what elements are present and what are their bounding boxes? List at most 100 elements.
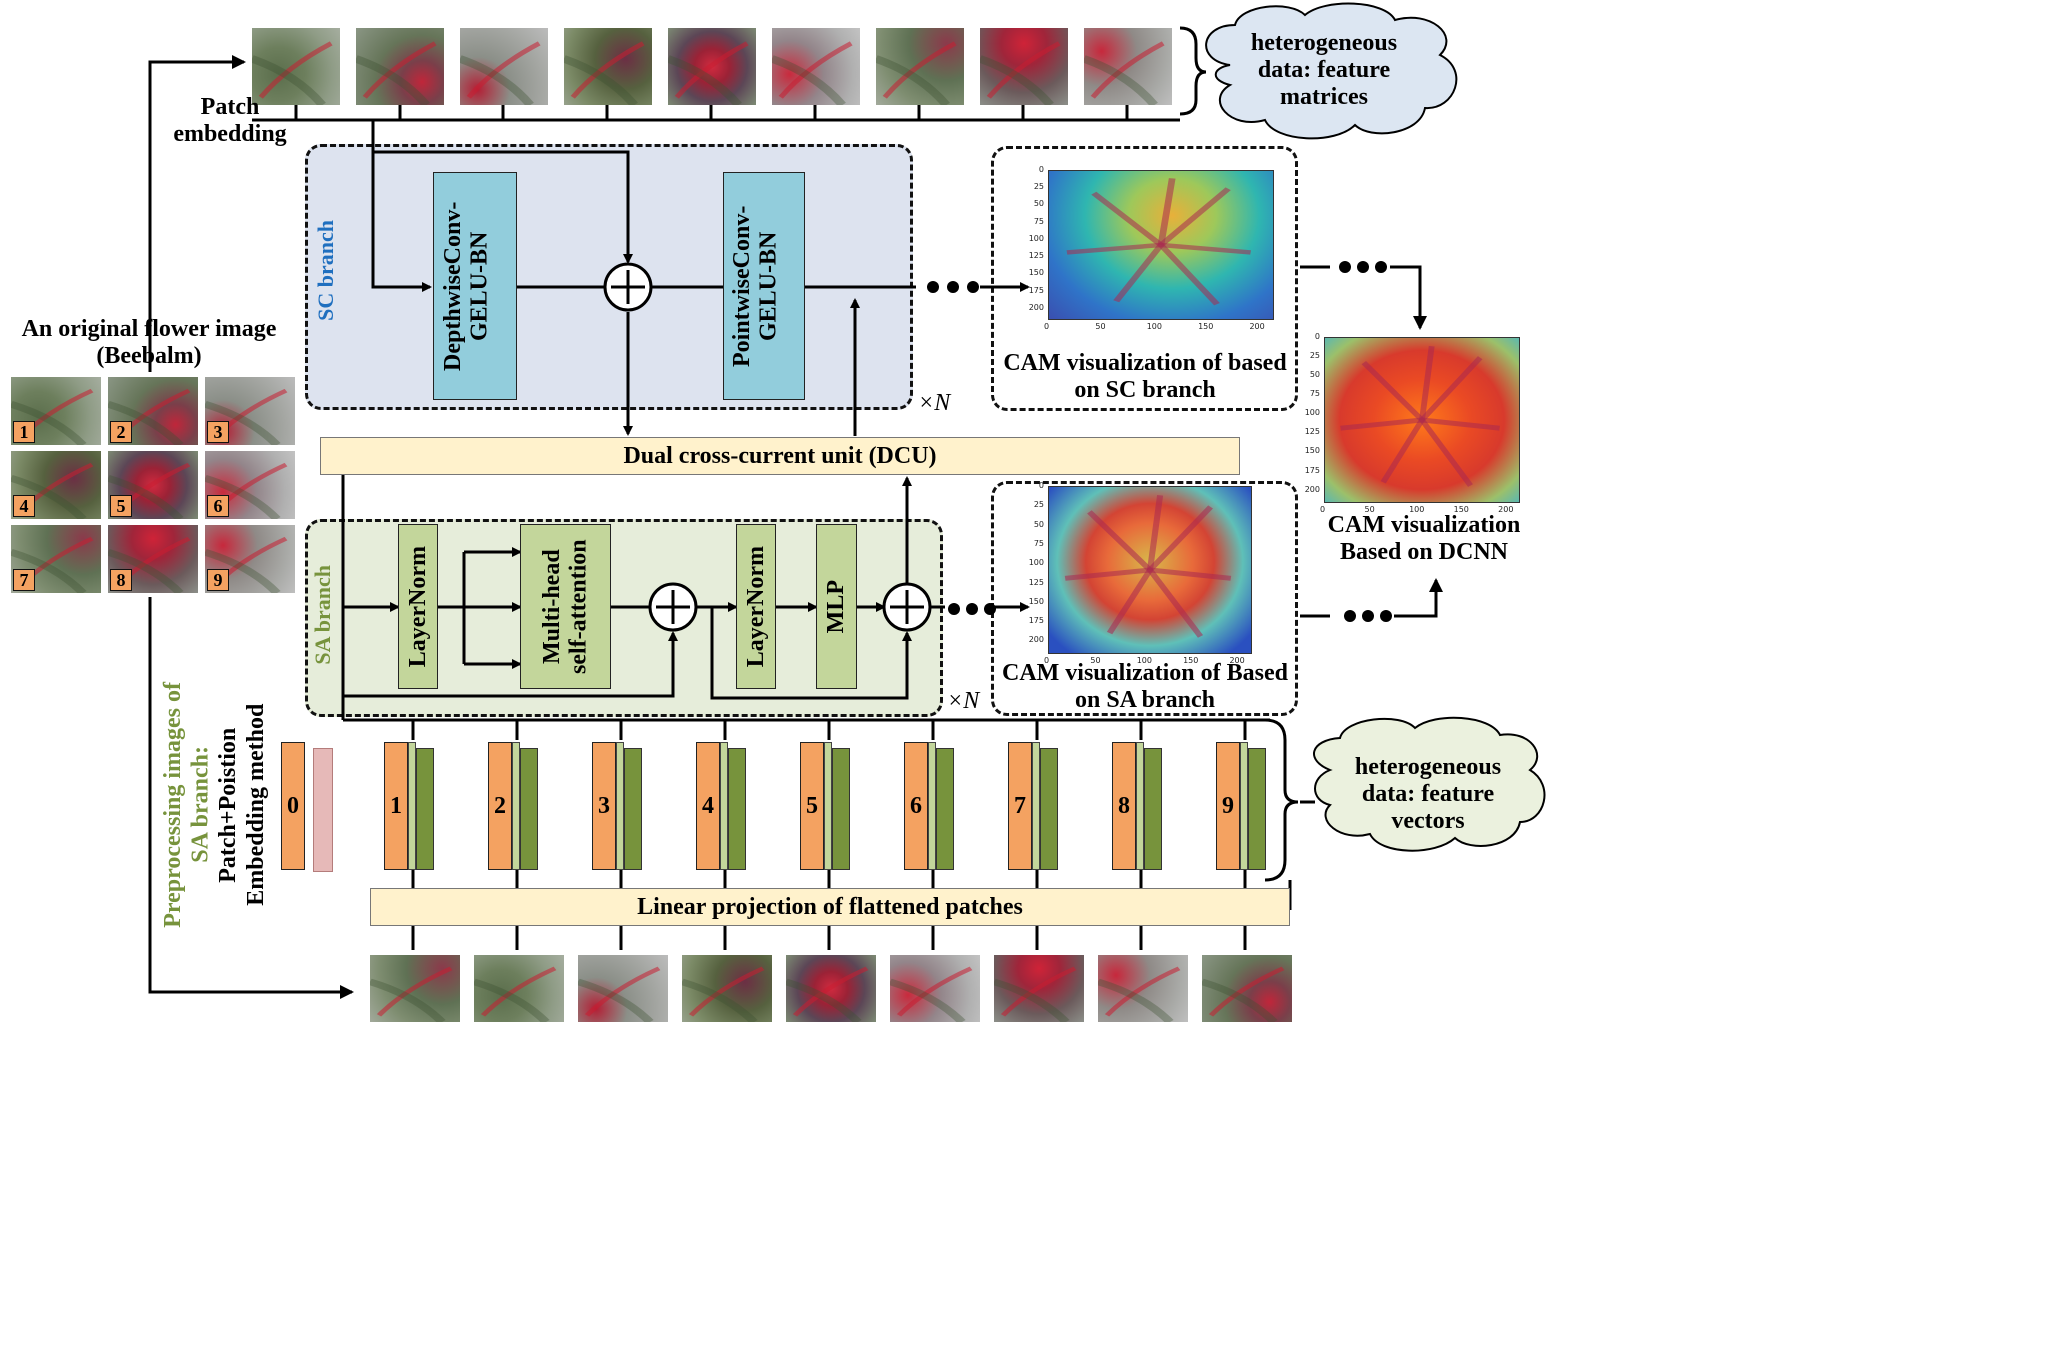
grid-patch-2: 2 [107, 376, 199, 446]
original-image-title: An original flower image (Beebalm) [21, 316, 277, 369]
token-position-8: 8 [1112, 742, 1136, 870]
pointwise-conv-block: PointwiseConv-GELU-BN [723, 172, 805, 400]
grid-patch-9: 9 [204, 524, 296, 594]
top-patch-7 [876, 28, 964, 105]
cam-y-tick: 25 [1309, 351, 1320, 361]
cam-y-tick: 50 [1309, 370, 1320, 380]
preprocessing-line4: Embedding method [242, 703, 269, 907]
token-embedding-face [512, 742, 520, 870]
grid-patch-8: 8 [107, 524, 199, 594]
top-patch-6 [772, 28, 860, 105]
preprocessing-label: Preprocessing images of SA branch: Patch… [150, 650, 280, 960]
cloud-bottom-text: heterogeneous data: feature vectors [1354, 754, 1502, 834]
class-token [313, 748, 333, 872]
cam-sa-caption: CAM visualization of Based on SA branch [1001, 660, 1288, 713]
cam-sc-frame [991, 146, 1298, 411]
token-embedding-face [824, 742, 832, 870]
bottom-patch-2 [474, 955, 564, 1022]
layernorm-block-1: LayerNorm [398, 524, 438, 689]
cloud-bottom-shape [1313, 716, 1546, 852]
cam-y-tick: 150 [1304, 446, 1320, 456]
cam-y-tick: 200 [1304, 484, 1320, 494]
cam-x-tick: 200 [1498, 505, 1514, 514]
cam-x-tick: 150 [1198, 322, 1214, 331]
sa-repeat-label: ×N [947, 688, 980, 714]
token-embedding-face [616, 742, 624, 870]
token-embedding-face [1136, 742, 1144, 870]
token-position-3: 3 [592, 742, 616, 870]
dcu-bar: Dual cross-current unit (DCU) [320, 437, 1240, 475]
cam-heatmap-image [1048, 486, 1252, 654]
cam-x-tick: 50 [1090, 656, 1101, 665]
token-embedding [1040, 748, 1058, 870]
token-embedding [832, 748, 850, 870]
cloud-top-shape [1205, 2, 1458, 140]
grid-patch-number: 4 [13, 495, 35, 517]
preprocessing-line2: SA branch: [187, 746, 214, 864]
cam-dcnn-caption: CAM visualization Based on DCNN [1327, 512, 1521, 565]
token-position-1: 1 [384, 742, 408, 870]
top-patch-3 [460, 28, 548, 105]
token-embedding-face [1240, 742, 1248, 870]
cam-x-tick: 50 [1095, 322, 1106, 331]
cam-x-tick: 0 [1044, 322, 1050, 331]
token-embedding [1144, 748, 1162, 870]
sa-branch-label: SA branch [309, 565, 335, 665]
top-patch-4 [564, 28, 652, 105]
token-embedding [624, 748, 642, 870]
token-embedding [1248, 748, 1266, 870]
cam-y-tick: 100 [1028, 233, 1044, 243]
cam-y-tick: 125 [1304, 427, 1320, 437]
grid-patch-number: 9 [207, 569, 229, 591]
cam-x-tick: 150 [1453, 505, 1469, 514]
bottom-patch-6 [890, 955, 980, 1022]
preprocessing-line3: Patch+Poistion [215, 727, 241, 883]
token-embedding-face [720, 742, 728, 870]
cam-y-tick: 150 [1028, 596, 1044, 606]
grid-patch-1: 1 [10, 376, 102, 446]
token-embedding-face [928, 742, 936, 870]
cam-y-tick: 75 [1033, 538, 1044, 548]
token-embedding [520, 748, 538, 870]
cam-x-tick: 200 [1229, 656, 1245, 665]
cam-y-tick: 200 [1028, 635, 1044, 645]
token-position-6: 6 [904, 742, 928, 870]
cam-y-tick: 175 [1028, 285, 1044, 295]
depthwise-conv-block: DepthwiseConv-GELU-BN [433, 172, 517, 400]
cam-y-tick: 25 [1033, 182, 1044, 192]
bottom-patch-1 [370, 955, 460, 1022]
cam-y-tick: 150 [1028, 268, 1044, 278]
cam-y-tick: 75 [1033, 216, 1044, 226]
top-patch-8 [980, 28, 1068, 105]
architecture-diagram: An original flower image (Beebalm) 1 2 3 4 5… [10, 2, 1546, 1022]
grid-patch-3: 3 [204, 376, 296, 446]
grid-patch-4: 4 [10, 450, 102, 520]
grid-patch-number: 7 [13, 569, 35, 591]
cam-y-tick: 125 [1028, 577, 1044, 587]
bottom-patch-7 [994, 955, 1084, 1022]
cam-x-tick: 200 [1249, 322, 1265, 331]
grid-patch-7: 7 [10, 524, 102, 594]
token-position-9: 9 [1216, 742, 1240, 870]
grid-patch-5: 5 [107, 450, 199, 520]
grid-patch-number: 1 [13, 421, 35, 443]
preprocessing-line1: Preprocessing images of [159, 682, 186, 928]
cam-y-tick: 125 [1028, 251, 1044, 261]
cam-sc-caption: CAM visualization of based on SC branch [1003, 350, 1287, 403]
grid-patch-number: 2 [110, 421, 132, 443]
grid-patch-number: 5 [110, 495, 132, 517]
grid-patch-number: 3 [207, 421, 229, 443]
cam-y-tick: 0 [1314, 332, 1320, 341]
mlp-block: MLP [816, 524, 857, 689]
patch-embedding-label: Patch embedding [173, 94, 287, 147]
cam-heatmap-image [1048, 170, 1274, 320]
token-embedding [936, 748, 954, 870]
cam-y-tick: 50 [1033, 199, 1044, 209]
connection-wires [148, 2, 1546, 999]
cam-y-tick: 200 [1028, 302, 1044, 312]
cam-x-tick: 100 [1146, 322, 1162, 331]
cam-y-tick: 75 [1309, 389, 1320, 399]
